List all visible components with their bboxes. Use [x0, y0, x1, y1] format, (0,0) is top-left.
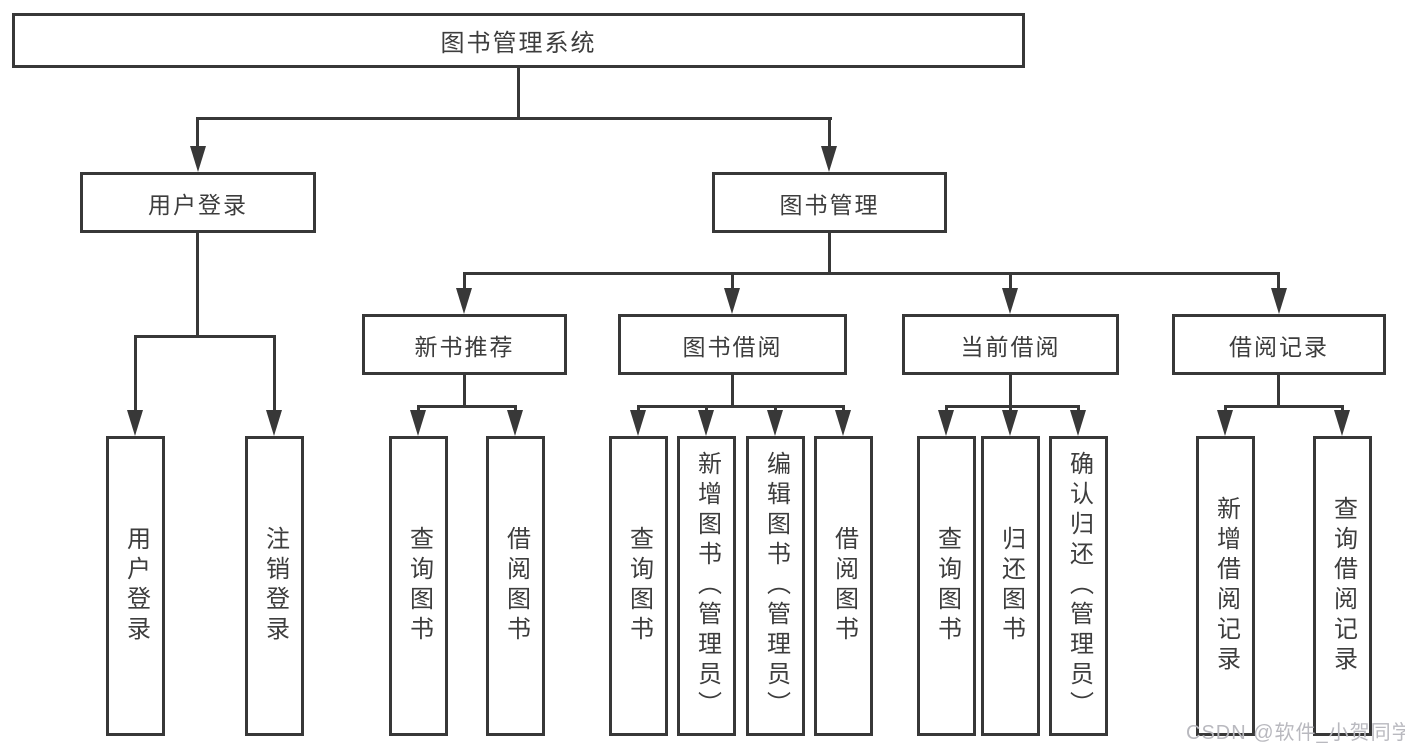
connector-line [1341, 405, 1344, 413]
connector-line [1224, 405, 1227, 413]
connector-line [514, 405, 517, 413]
arrow-down-icon [1217, 410, 1233, 436]
connector-line [774, 405, 777, 413]
leaf-logout: 注销登录 [245, 436, 304, 736]
node-new-book-recommendation: 新书推荐 [362, 314, 567, 375]
connector-line [637, 405, 845, 408]
arrow-down-icon [1070, 410, 1086, 436]
arrow-down-icon [456, 288, 472, 314]
connector-line [1077, 405, 1080, 413]
arrow-down-icon [507, 410, 523, 436]
connector-line [637, 405, 640, 413]
connector-line [1009, 272, 1012, 290]
connector-line [731, 374, 734, 407]
leaf-query-book: 查询图书 [917, 436, 976, 736]
connector-line [196, 117, 832, 120]
arrow-down-icon [698, 410, 714, 436]
connector-line [1224, 405, 1344, 408]
connector-line [828, 118, 831, 148]
connector-line [417, 405, 517, 408]
connector-line [196, 232, 199, 337]
connector-line [517, 68, 520, 120]
arrow-down-icon [767, 410, 783, 436]
arrow-down-icon [835, 410, 851, 436]
connector-line [273, 335, 276, 412]
arrow-down-icon [724, 288, 740, 314]
arrow-down-icon [938, 410, 954, 436]
connector-line [828, 232, 831, 274]
leaf-confirm-return-admin: 确认归还（管理员） [1049, 436, 1108, 736]
arrow-down-icon [127, 410, 143, 436]
connector-line [1009, 374, 1012, 407]
arrow-down-icon [190, 146, 206, 172]
leaf-add-book-admin: 新增图书（管理员） [677, 436, 736, 736]
leaf-return-book: 归还图书 [981, 436, 1040, 736]
arrow-down-icon [1002, 288, 1018, 314]
node-borrowing-records: 借阅记录 [1172, 314, 1386, 375]
connector-line [463, 272, 1280, 275]
leaf-query-borrow-record: 查询借阅记录 [1313, 436, 1372, 736]
node-user-login: 用户登录 [80, 172, 316, 233]
leaf-query-book: 查询图书 [389, 436, 448, 736]
connector-line [1277, 272, 1280, 290]
connector-line [463, 272, 466, 290]
connector-line [705, 405, 708, 413]
leaf-edit-book-admin: 编辑图书（管理员） [746, 436, 805, 736]
arrow-down-icon [1271, 288, 1287, 314]
csdn-watermark: CSDN @软件_小贺同学 [1186, 722, 1405, 744]
node-current-borrowing: 当前借阅 [902, 314, 1119, 375]
connector-line [196, 118, 199, 148]
leaf-borrow-book: 借阅图书 [814, 436, 873, 736]
connector-line [1009, 405, 1012, 413]
leaf-user-login: 用户登录 [106, 436, 165, 736]
connector-line [842, 405, 845, 413]
connector-line [463, 374, 466, 407]
connector-line [945, 405, 948, 413]
connector-line [945, 405, 1080, 408]
node-library-management-system: 图书管理系统 [12, 13, 1025, 68]
leaf-query-book: 查询图书 [609, 436, 668, 736]
leaf-borrow-book: 借阅图书 [486, 436, 545, 736]
node-book-management: 图书管理 [712, 172, 947, 233]
connector-line [417, 405, 420, 413]
arrow-down-icon [1002, 410, 1018, 436]
arrow-down-icon [266, 410, 282, 436]
connector-line [1277, 374, 1280, 407]
connector-line [731, 272, 734, 290]
arrow-down-icon [1334, 410, 1350, 436]
arrow-down-icon [821, 146, 837, 172]
connector-line [134, 335, 137, 412]
arrow-down-icon [410, 410, 426, 436]
leaf-add-borrow-record: 新增借阅记录 [1196, 436, 1255, 736]
node-book-borrowing: 图书借阅 [618, 314, 847, 375]
arrow-down-icon [630, 410, 646, 436]
connector-line [134, 335, 276, 338]
